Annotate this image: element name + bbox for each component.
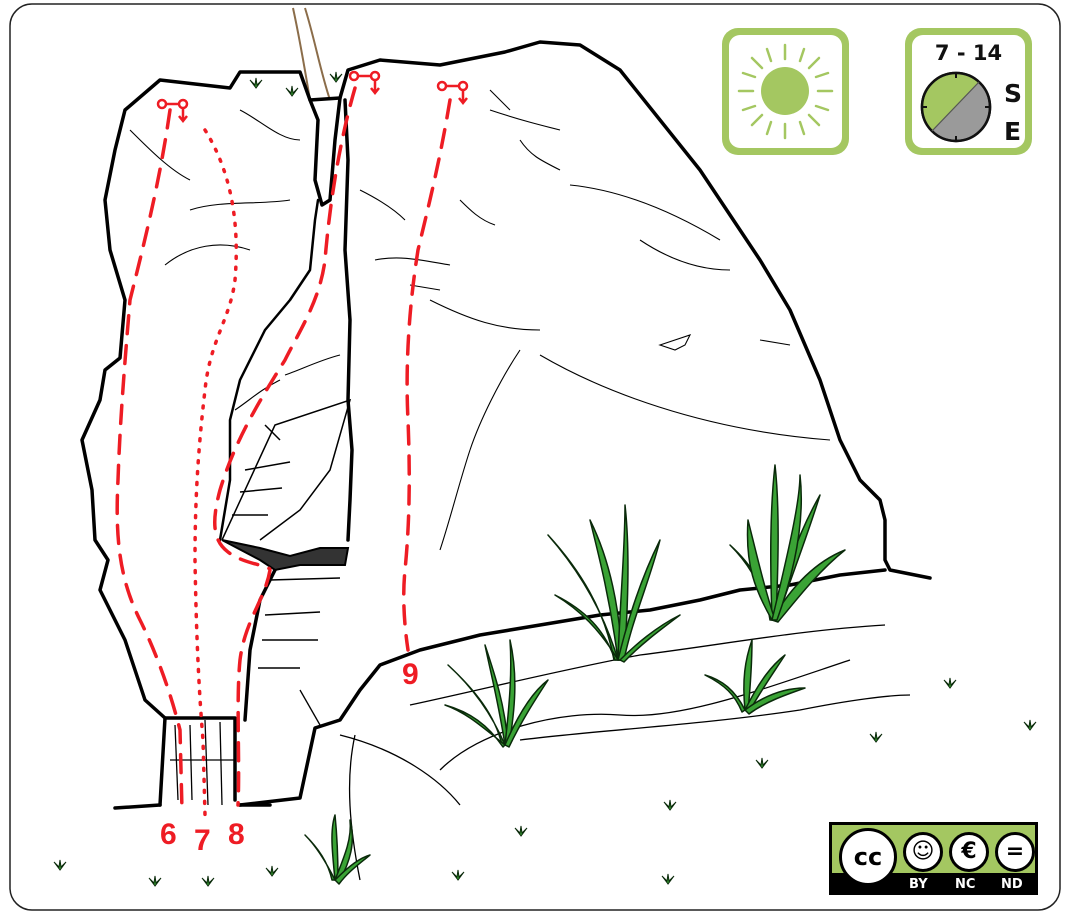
outer-frame xyxy=(10,4,1060,910)
license-badge: cc ☺ € = BY NC ND xyxy=(829,822,1038,895)
nd-icon: = xyxy=(995,832,1035,872)
direction-s: S xyxy=(1004,79,1022,108)
route-8-number: 8 xyxy=(228,820,245,850)
license-nc: NC xyxy=(955,877,975,892)
route-9-number: 9 xyxy=(402,660,419,690)
license-by: BY xyxy=(909,877,928,892)
sun-badge xyxy=(722,28,849,155)
direction-e: E xyxy=(1004,117,1021,146)
by-icon: ☺ xyxy=(903,832,943,872)
exposure-badge: 7 - 14 S E xyxy=(905,28,1032,155)
route-6-number: 6 xyxy=(160,820,177,850)
sun-hours: 7 - 14 xyxy=(912,41,1025,65)
route-7-number: 7 xyxy=(194,826,211,856)
license-nd: ND xyxy=(1001,877,1023,892)
compass-dial xyxy=(918,69,994,145)
nc-icon: € xyxy=(949,832,989,872)
sun-icon xyxy=(729,35,842,148)
cc-logo: cc xyxy=(839,828,897,886)
